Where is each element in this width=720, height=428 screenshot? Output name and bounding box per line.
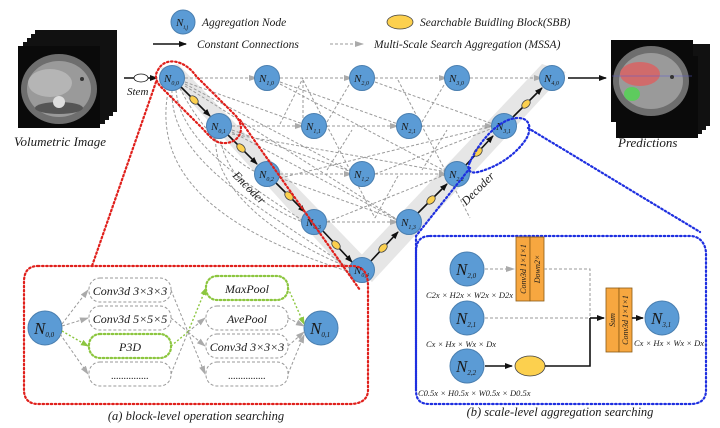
svg-text:Sum: Sum — [608, 313, 617, 327]
legend-constant-label: Constant Connections — [197, 39, 299, 51]
right-op-0[interactable]: MaxPool — [224, 282, 270, 296]
legend-node-label: Aggregation Node — [201, 17, 286, 29]
panel-b-output-shape: Cx × Hx × Wx × Dx — [634, 338, 704, 348]
constant-connections — [179, 75, 607, 263]
node-n12: N1,2 — [349, 161, 375, 187]
panel-b-output-node: N3,1 — [644, 300, 680, 336]
panel-a-output-node: N0,1 — [303, 310, 339, 346]
node-n01: N0,1 — [206, 113, 232, 139]
panel-b-shape-2: C0.5x × H0.5x × W0.5x × D0.5x — [418, 388, 531, 398]
node-n31: N3,1 — [491, 113, 517, 139]
svg-text:Down2×: Down2× — [533, 255, 542, 285]
node-n22: N2,2 — [444, 161, 470, 187]
panel-a-caption: (a) block-level operation searching — [108, 409, 284, 423]
legend-sbb-label: Searchable Buidling Block(SBB) — [420, 17, 570, 29]
volumetric-image — [18, 30, 117, 128]
panel-b-shape-1: Cx × Hx × Wx × Dx — [426, 339, 496, 349]
panel-a-input-node: N0,0 — [27, 310, 63, 346]
legend: Ni,j Aggregation Node Searchable Buidlin… — [153, 9, 570, 51]
panel-b: N2,0 C2x × H2x × W2x × D2x N2,1 Cx × Hx … — [418, 236, 704, 398]
node-n30: N3,0 — [444, 65, 470, 91]
node-n21: N2,1 — [396, 113, 422, 139]
legend-mssa-label: Multi-Scale Search Aggregation (MSSA) — [373, 39, 561, 51]
output-label: Predictions — [617, 135, 677, 150]
left-op-3[interactable]: ............... — [111, 371, 149, 382]
node-n02: N0,2 — [254, 161, 280, 187]
panel-b-caption: (b) scale-level aggregation searching — [467, 405, 654, 419]
left-op-2[interactable]: P3D — [118, 340, 141, 354]
node-n11: N1,1 — [301, 113, 327, 139]
panel-b-input-node-0: N2,0 — [449, 251, 485, 287]
right-op-3[interactable]: ............... — [228, 371, 266, 382]
node-n10: N1,0 — [254, 65, 280, 91]
input-label: Volumetric Image — [14, 134, 106, 149]
svg-text:Conv3d 1×1×1: Conv3d 1×1×1 — [621, 295, 630, 345]
node-n13: N1,3 — [396, 209, 422, 235]
sum-block: Sum Conv3d 1×1×1 — [605, 287, 633, 353]
panel-b-input-node-2: N2,2 — [449, 348, 485, 384]
legend-node-icon: Ni,j — [170, 9, 196, 35]
panel-b-input-node-1: N2,1 — [449, 300, 485, 336]
svg-text:Ni,j: Ni,j — [175, 17, 189, 31]
panel-b-shape-0: C2x × H2x × W2x × D2x — [426, 290, 513, 300]
node-layer: N0,0N0,1N0,2N0,3N0,4N1,0N1,1N1,2N1,3N2,0… — [159, 65, 565, 283]
node-n00: N0,0 — [159, 65, 185, 91]
right-op-2[interactable]: Conv3d 3×3×3 — [210, 340, 285, 354]
node-n40: N4,0 — [539, 65, 565, 91]
predictions-image — [611, 40, 710, 138]
panel-a: N0,0 N0,1 Conv3d 3×3×3 Conv3d 5×5×5 P3D … — [27, 274, 339, 387]
left-op-1[interactable]: Conv3d 5×5×5 — [93, 312, 168, 326]
svg-text:Conv3d 1×1×1: Conv3d 1×1×1 — [519, 244, 528, 294]
resample-block: Conv3d 1×1×1 Down2× — [515, 236, 545, 302]
node-n20: N2,0 — [349, 65, 375, 91]
left-op-0[interactable]: Conv3d 3×3×3 — [93, 284, 168, 298]
legend-sbb-icon — [386, 14, 414, 30]
right-op-1[interactable]: AvePool — [226, 312, 268, 326]
stem-label: Stem — [127, 86, 148, 98]
scale-level-highlight — [414, 116, 708, 406]
block-level-highlight — [22, 60, 370, 406]
stem-block-icon — [133, 73, 149, 83]
